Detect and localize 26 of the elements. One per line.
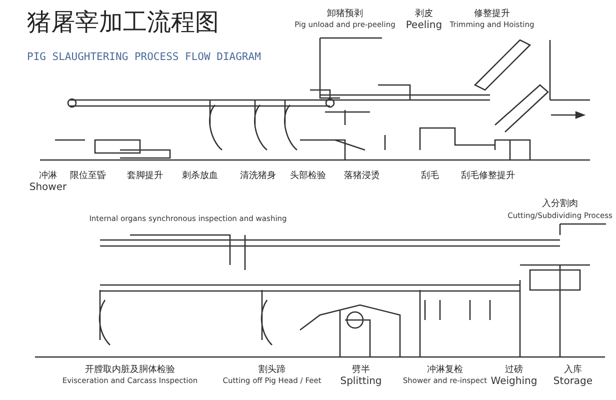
step-label: 套脚提升 <box>127 172 163 182</box>
step-label: 清洗猪身 <box>240 172 276 182</box>
step-label: 剥皮 <box>415 10 433 20</box>
step-label: 刮毛 <box>421 172 439 182</box>
step-label: 割头蹄 <box>258 366 286 376</box>
step-label: Splitting <box>340 376 382 387</box>
step-label: 入库 <box>564 366 582 376</box>
step-label: 修整提升 <box>474 10 510 20</box>
step-label: 限位至昏 <box>70 172 106 182</box>
step-label: 冲淋复检 <box>427 366 463 376</box>
step-label: 劈半 <box>352 366 370 376</box>
step-label: 落猪浸烫 <box>344 172 380 182</box>
subtitle: PIG SLAUGHTERING PROCESS FLOW DIAGRAM <box>27 51 261 63</box>
step-label: Storage <box>553 376 593 387</box>
step-label: Shower <box>29 182 67 193</box>
step-label: 卸猪预剥 <box>327 10 363 20</box>
step-label: 刮毛修整提升 <box>461 172 515 182</box>
step-label: 过磅 <box>505 366 523 376</box>
title: 猪屠宰加工流程图 <box>27 7 219 38</box>
step-label: 入分割肉 <box>542 200 578 210</box>
step-label: 刺杀放血 <box>182 172 218 182</box>
step-label: Peeling <box>406 20 442 31</box>
step-label: 冲淋 <box>39 172 57 182</box>
step-label: 开膛取内脏及胴体检验 <box>85 366 175 376</box>
step-label: Weighing <box>490 376 538 387</box>
step-label: 头部检验 <box>290 172 326 182</box>
